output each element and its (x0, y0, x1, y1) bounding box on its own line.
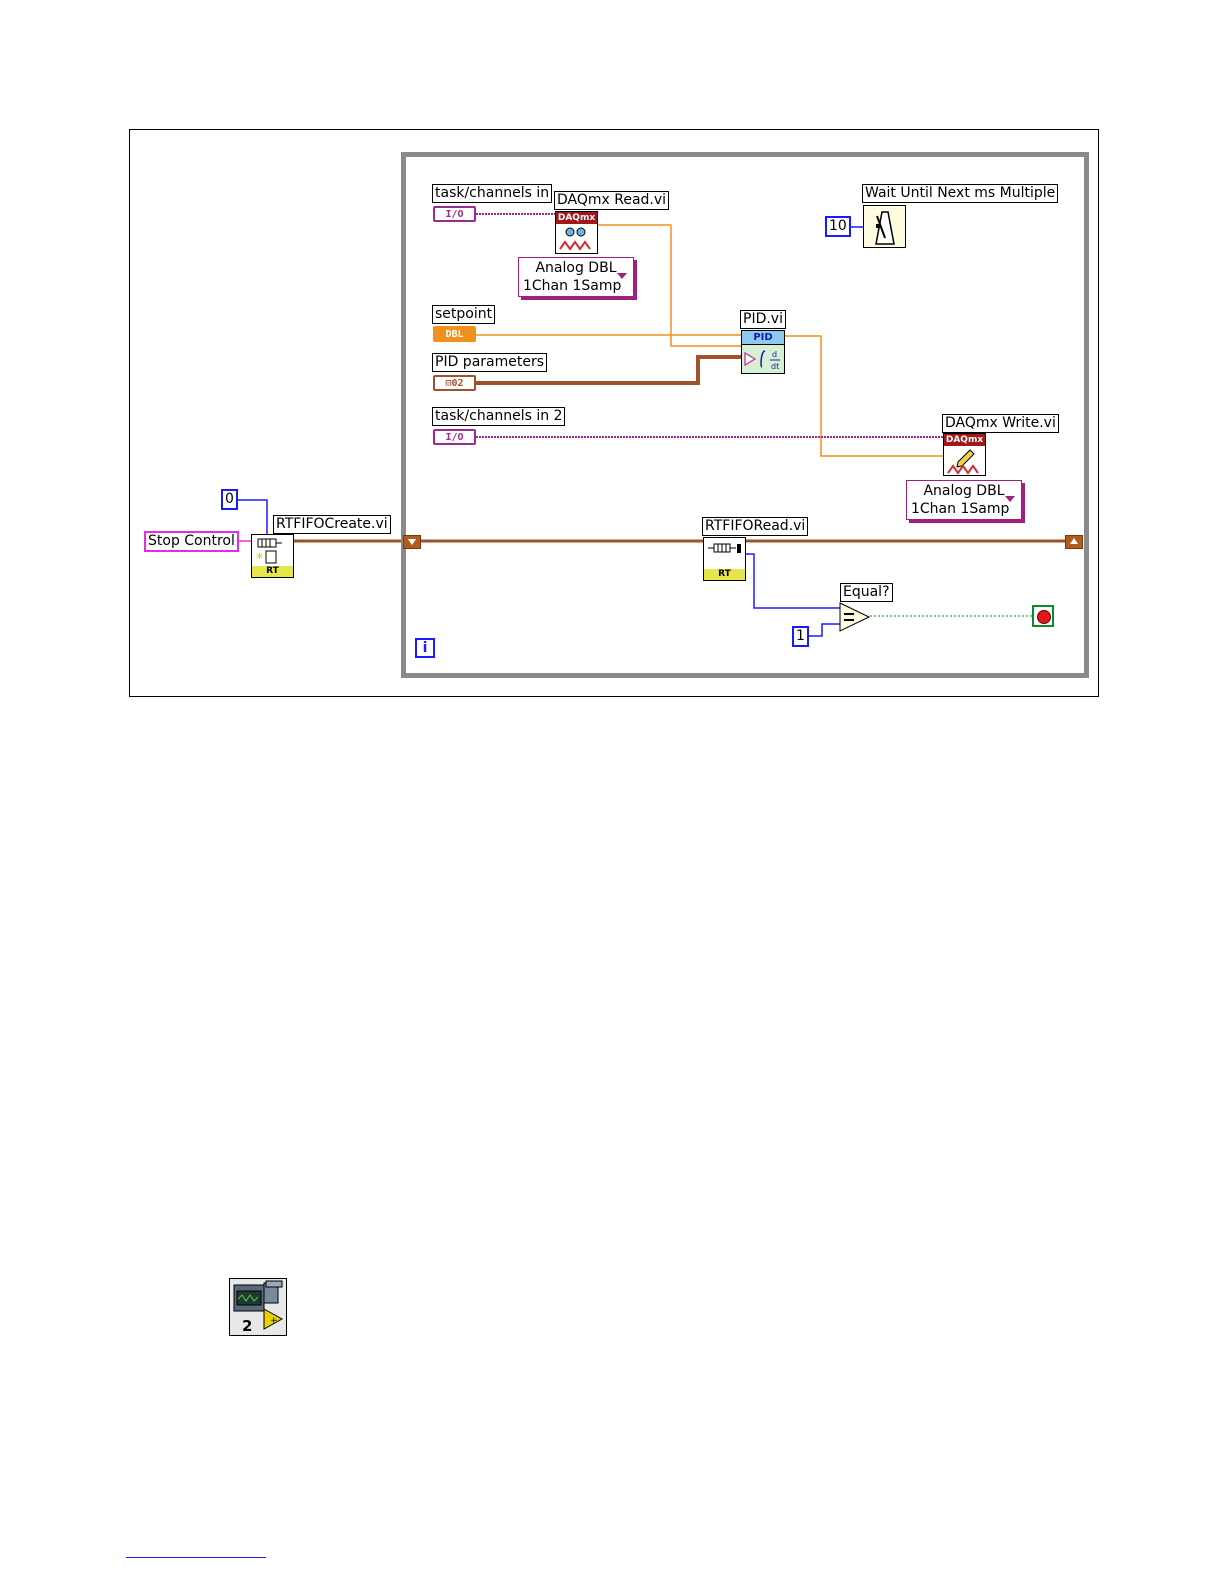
stop-terminal-icon[interactable] (1032, 605, 1054, 627)
label-daqmx-read: DAQmx Read.vi (554, 191, 669, 210)
daqmx-banner: DAQmx (556, 212, 597, 224)
label-pid-params: PID parameters (432, 353, 547, 372)
metronome-icon[interactable] (863, 205, 906, 248)
cluster-text: ⊟02 (445, 378, 463, 389)
daqmx-write-icon[interactable]: DAQmx (943, 433, 986, 476)
label-rtfifo-read: RTFIFORead.vi (702, 517, 808, 536)
iteration-terminal: i (415, 638, 435, 658)
read-mode-line1: Analog DBL (523, 259, 629, 277)
glasses-icon (556, 224, 597, 254)
pid-params-control[interactable]: ⊟02 (433, 375, 476, 391)
rtfifo-create-icon[interactable]: * RT (251, 534, 294, 578)
wire-fifo-size (238, 500, 267, 536)
label-daqmx-write: DAQmx Write.vi (942, 414, 1059, 433)
label-wait: Wait Until Next ms Multiple (862, 184, 1058, 203)
shift-register-right[interactable] (1065, 535, 1083, 549)
toolkit-number: 2 (242, 1317, 252, 1335)
rt-tag-read: RT (704, 569, 745, 580)
compare-constant[interactable]: 1 (792, 626, 809, 647)
svg-text:+: + (270, 1316, 278, 1326)
svg-text:*: * (256, 551, 263, 565)
label-setpoint: setpoint (432, 305, 495, 324)
io-text-2: I/O (445, 432, 463, 443)
shift-register-left[interactable] (403, 535, 421, 549)
fifo-size-constant[interactable]: 0 (221, 489, 238, 510)
label-pid-vi: PID.vi (740, 310, 786, 329)
write-mode-line2: 1Chan 1Samp (911, 500, 1017, 518)
daqmx-banner-write: DAQmx (944, 434, 985, 446)
setpoint-control[interactable]: DBL (433, 326, 476, 342)
write-mode-line1: Analog DBL (911, 482, 1017, 500)
label-task-in: task/channels in (432, 184, 552, 203)
fifo-read-glyph (704, 538, 745, 568)
stop-control-label[interactable]: Stop Control (144, 531, 239, 552)
equal-comparator-icon[interactable] (839, 602, 871, 632)
footnote-separator (126, 1557, 266, 1558)
daqmx-read-icon[interactable]: DAQmx (555, 211, 598, 254)
metronome-glyph (864, 206, 905, 247)
svg-text:dt: dt (771, 362, 779, 371)
toolkit-glyph: + (230, 1279, 286, 1335)
label-task-in2: task/channels in 2 (432, 407, 565, 426)
rt-tag-create: RT (252, 566, 293, 577)
pid-math-icon: d dt (742, 345, 784, 374)
dbl-text: DBL (445, 329, 463, 340)
io-text: I/O (445, 209, 463, 220)
wait-constant[interactable]: 10 (825, 216, 851, 237)
svg-text:d: d (772, 350, 777, 359)
dropdown-arrow-icon (617, 273, 627, 279)
pid-vi-icon[interactable]: PID d dt (741, 330, 785, 374)
read-mode-selector[interactable]: Analog DBL 1Chan 1Samp (518, 257, 634, 297)
io-control-2[interactable]: I/O (433, 429, 476, 445)
pid-toolkit-icon: + 2 (229, 1278, 287, 1336)
io-control-1[interactable]: I/O (433, 206, 476, 222)
rtfifo-read-icon[interactable]: RT (703, 537, 746, 581)
label-rtfifo-create: RTFIFOCreate.vi (273, 515, 391, 534)
iteration-text: i (423, 640, 428, 656)
pencil-icon (944, 446, 985, 476)
pid-banner: PID (742, 331, 784, 345)
read-mode-line2: 1Chan 1Samp (523, 277, 629, 295)
fifo-create-glyph: * (252, 535, 293, 565)
dropdown-arrow-icon-2 (1005, 496, 1015, 502)
label-equal: Equal? (840, 583, 893, 602)
write-mode-selector[interactable]: Analog DBL 1Chan 1Samp (906, 480, 1022, 520)
